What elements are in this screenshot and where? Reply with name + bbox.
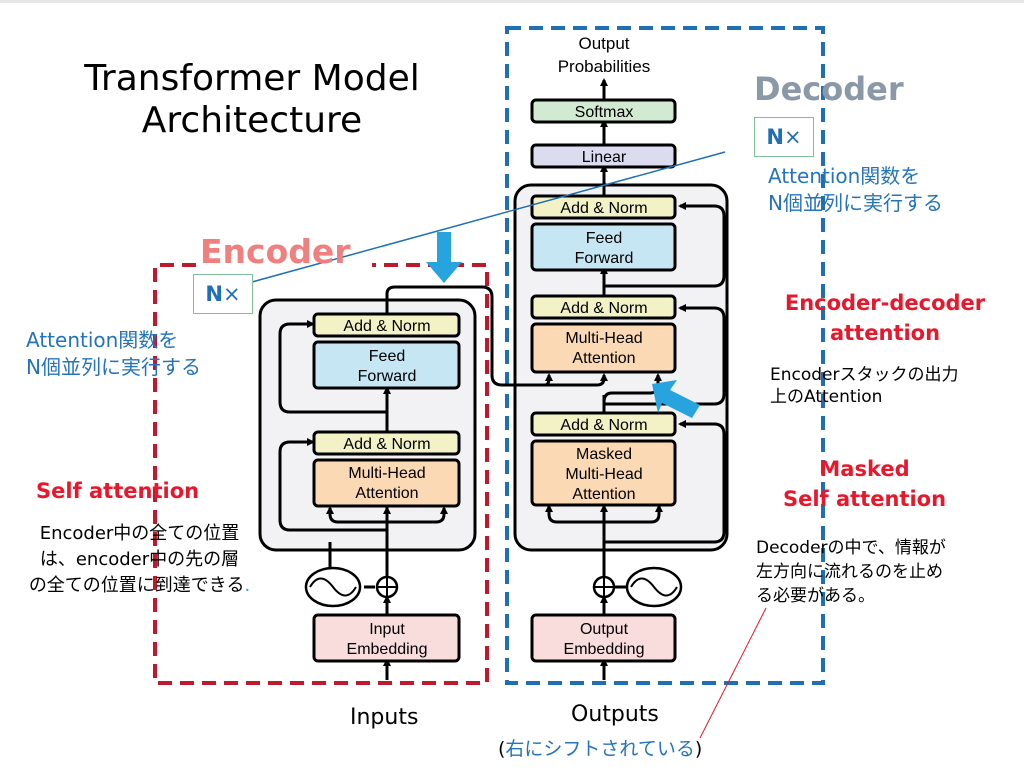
dec-ff-text-2: Forward xyxy=(575,250,634,267)
masked-self-attention-note: Decoderの中で、情報が 左方向に流れるのを止め る必要がある。 xyxy=(756,536,946,608)
dec-masked-text-3: Attention xyxy=(572,486,635,503)
encoder-frame xyxy=(153,263,489,685)
decoder-attention-note: Attention関数を N個並列に実行する xyxy=(768,163,943,217)
decoder-note-line-1: Attention関数を xyxy=(768,164,921,188)
highlight-arrow-down-icon xyxy=(426,232,462,283)
encoder-add-norm-bottom xyxy=(312,430,461,456)
shift-note: (右にシフトされている) xyxy=(498,734,702,761)
decoder-connections xyxy=(544,78,726,680)
enc-embed-text-1: Input xyxy=(369,621,405,638)
encoder-label: Encoder xyxy=(200,232,351,271)
encoder-nx-n: N xyxy=(205,282,223,306)
self-attention-line-3: の全ての位置に到達できる xyxy=(28,575,245,596)
shift-close-paren: ) xyxy=(694,738,703,760)
decoder-nx-box: N× xyxy=(754,117,814,157)
dec-embed-text-2: Embedding xyxy=(564,641,645,658)
self-attention-period: . xyxy=(244,575,251,596)
encoder-note-line-2: N個並列に実行する xyxy=(26,355,201,379)
decoder-output-embedding xyxy=(530,613,677,663)
enc-dec-heading-2: attention xyxy=(829,321,941,345)
masked-heading-1: Masked xyxy=(819,457,910,481)
encoder-multi-head-attention xyxy=(312,458,461,508)
enc-add-norm-top-text: Add & Norm xyxy=(343,318,430,335)
enc-add-norm-bottom-text: Add & Norm xyxy=(343,436,430,453)
encoder-attention-note: Attention関数を N個並列に実行する xyxy=(26,327,201,381)
decoder-masked-attention xyxy=(530,439,677,507)
dec-embed-text-1: Output xyxy=(580,621,629,638)
enc-mha-text-2: Attention xyxy=(355,485,418,502)
decoder-nx-times-icon: × xyxy=(783,125,802,149)
title-line-1: Transformer Model xyxy=(84,58,420,99)
decoder-add-norm-mid xyxy=(530,294,677,320)
decoder-note-line-2: N個並列に実行する xyxy=(768,191,943,215)
dec-add-norm-bottom-text: Add & Norm xyxy=(560,417,647,434)
dec-output-probs-1: Output xyxy=(578,34,629,53)
enc-dec-note-line-2: 上のAttention xyxy=(770,387,883,407)
encoder-add-norm-top xyxy=(312,312,461,338)
self-attention-line-2: は、encoder中の先の層 xyxy=(39,549,240,570)
top-border xyxy=(0,0,1024,3)
decoder-add-norm-top xyxy=(530,194,677,220)
encoder-nx-box: N× xyxy=(193,274,253,314)
dec-softmax-text: Softmax xyxy=(575,104,634,121)
self-attention-heading: Self attention xyxy=(36,479,200,503)
encoder-feed-forward xyxy=(312,340,461,390)
enc-dec-heading-1: Encoder-decoder xyxy=(784,291,986,315)
encoder-input-embedding xyxy=(312,613,461,663)
decoder-multi-head-attention xyxy=(530,322,677,374)
dec-mha-text-2: Attention xyxy=(572,350,635,367)
dec-add-norm-mid-text: Add & Norm xyxy=(560,300,647,317)
encoder-nx-callout-line xyxy=(251,151,726,283)
decoder-label: Decoder xyxy=(754,70,904,108)
page-title: Transformer Model Architecture xyxy=(52,58,452,142)
inputs-label: Inputs xyxy=(350,705,419,730)
enc-ff-text-1: Feed xyxy=(369,348,405,365)
highlight-arrow-diagonal-icon xyxy=(652,380,700,418)
masked-note-line-2: 左方向に流れるのを止め xyxy=(756,562,943,582)
decoder-frame xyxy=(505,26,825,685)
shift-text: 右にシフトされている xyxy=(505,738,695,760)
encoder-connections xyxy=(278,285,545,680)
shift-open-paren: ( xyxy=(498,738,506,760)
encoder-nx-times-icon: × xyxy=(222,282,241,306)
self-attention-note: Encoder中の全ての位置 は、encoder中の先の層 の全ての位置に到達で… xyxy=(12,521,267,599)
masked-note-line-1: Decoderの中で、情報が xyxy=(756,538,946,558)
enc-mha-text-1: Multi-Head xyxy=(348,465,425,482)
enc-ff-text-2: Forward xyxy=(358,368,417,385)
decoder-nx-n: N xyxy=(766,125,784,149)
masked-self-attention-heading: Masked Self attention xyxy=(752,454,977,514)
enc-dec-attention-heading: Encoder-decoder attention xyxy=(760,288,1010,348)
title-line-2: Architecture xyxy=(141,100,363,141)
dec-masked-text-1: Masked xyxy=(576,446,632,463)
shift-callout-line xyxy=(699,607,767,739)
encoder-note-line-1: Attention関数を xyxy=(26,328,179,352)
dec-masked-text-2: Multi-Head xyxy=(565,466,642,483)
masked-heading-2: Self attention xyxy=(782,487,947,511)
enc-embed-text-2: Embedding xyxy=(347,641,428,658)
self-attention-line-1: Encoder中の全ての位置 xyxy=(39,523,240,544)
dec-add-norm-top-text: Add & Norm xyxy=(560,200,647,217)
dec-ff-text-1: Feed xyxy=(586,230,622,247)
masked-note-line-3: る必要がある。 xyxy=(756,586,875,606)
dec-output-probs-2: Probabilities xyxy=(558,57,651,76)
decoder-linear xyxy=(530,143,677,169)
enc-dec-note-line-1: Encoderスタックの出力 xyxy=(770,365,959,385)
decoder-softmax xyxy=(530,98,677,124)
enc-dec-attention-note: Encoderスタックの出力 上のAttention xyxy=(770,364,959,408)
decoder-feed-forward xyxy=(530,222,677,272)
dec-mha-text-1: Multi-Head xyxy=(565,330,642,347)
outputs-label: Outputs xyxy=(571,702,659,727)
dec-linear-text: Linear xyxy=(582,149,627,166)
decoder-add-norm-bottom xyxy=(530,411,677,437)
